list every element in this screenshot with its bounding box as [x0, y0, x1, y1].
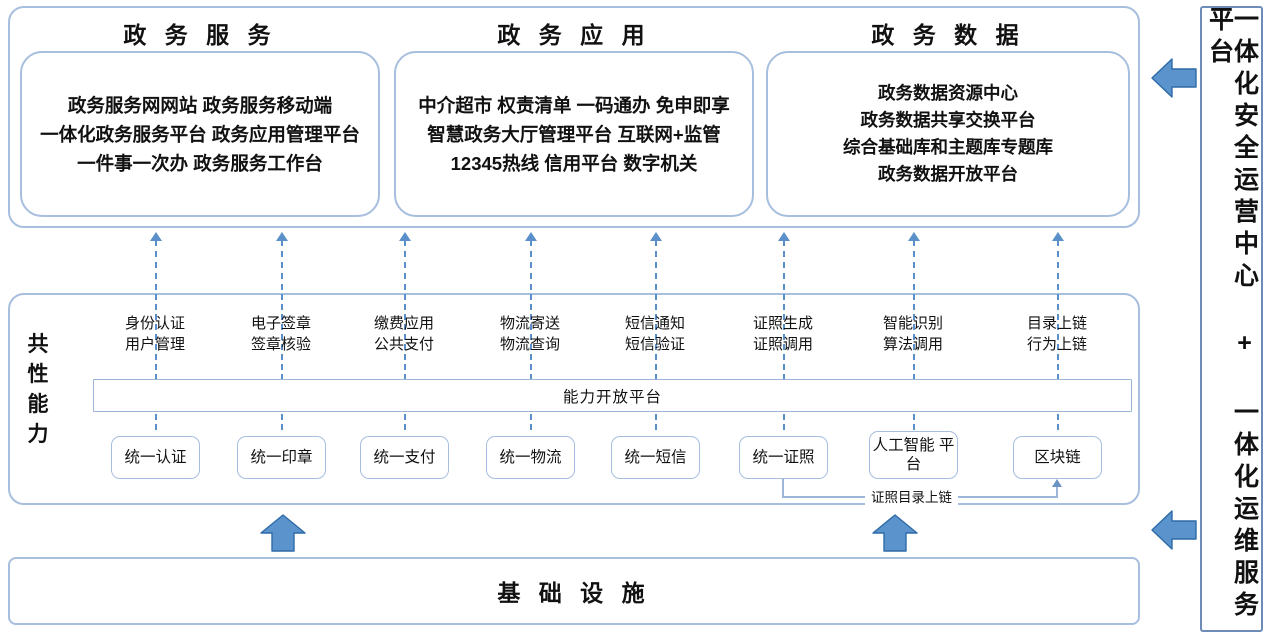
- pillar-line: 政务数据开放平台: [878, 164, 1018, 184]
- dashed-up-arrow-icon: [908, 232, 920, 290]
- capability-column-dash: [655, 294, 657, 430]
- capability-column-dash: [530, 294, 532, 430]
- pillar-body-government-data: 政务数据资源中心 政务数据共享交换平台 综合基础库和主题库专题库 政务数据开放平…: [766, 51, 1130, 217]
- pillar-title-government-service: 政 务 服 务: [123, 22, 277, 48]
- capability-column-dash: [404, 294, 406, 430]
- capability-head-line: 缴费应用: [373, 315, 434, 332]
- chain-connector-vertical-left: [782, 479, 784, 497]
- capability-side-char: 共: [27, 333, 49, 356]
- left-arrow-icon: [1151, 57, 1197, 99]
- pillar-line: 综合基础库和主题库专题库: [843, 137, 1053, 157]
- pillar-line: 政务服务网网站 政务服务移动端: [67, 94, 333, 116]
- capability-head-ai: 智能识别 算法调用: [853, 313, 973, 355]
- capability-box-line: 平台: [905, 437, 955, 473]
- pillar-line: 一体化政务服务平台 政务应用管理平台: [40, 123, 360, 145]
- capability-column-dash: [783, 294, 785, 430]
- capability-box-ai-platform[interactable]: 人工智能 平台: [869, 431, 958, 479]
- chain-connector-label: 证照目录上链: [865, 486, 958, 506]
- dashed-up-arrow-icon: [525, 232, 537, 290]
- dashed-up-arrow-icon: [650, 232, 662, 290]
- dashed-up-arrow-icon: [150, 232, 162, 290]
- capability-box-line: 统一物流: [499, 449, 562, 466]
- capability-side-label: 共 性 能 力: [18, 330, 58, 450]
- capability-box-unified-certificate[interactable]: 统一证照: [739, 436, 828, 479]
- capability-box-line: 统一支付: [373, 449, 436, 466]
- dashed-up-arrow-icon: [399, 232, 411, 290]
- pillar-body-government-application: 中介超市 权责清单 一码通办 免申即享 智慧政务大厅管理平台 互联网+监管 12…: [394, 51, 754, 217]
- pillar-body-government-service: 政务服务网网站 政务服务移动端 一体化政务服务平台 政务应用管理平台 一件事一次…: [20, 51, 380, 217]
- capability-head-line: 目录上链: [1026, 315, 1087, 332]
- pillar-line: 中介超市 权责清单 一码通办 免申即享: [418, 94, 730, 116]
- capability-head-line: 证照生成: [752, 315, 813, 332]
- right-rail-label: 一体化安全运营中心 + 一体化运维服务平台: [1205, 6, 1259, 623]
- capability-box-unified-logistics[interactable]: 统一物流: [486, 436, 575, 479]
- capability-box-line: 统一证照: [752, 449, 815, 466]
- open-capability-platform-label: 能力开放平台: [562, 388, 662, 406]
- capability-head-line: 物流寄送: [499, 315, 560, 332]
- capability-box-unified-sms[interactable]: 统一短信: [611, 436, 700, 479]
- capability-head-line: 物流查询: [499, 336, 560, 353]
- capability-head-certificate: 证照生成 证照调用: [723, 313, 843, 355]
- capability-head-line: 公共支付: [373, 336, 434, 353]
- infrastructure-layer-container: [8, 557, 1140, 625]
- capability-box-line: 人工智能: [872, 437, 935, 454]
- capability-head-line: 行为上链: [1026, 336, 1087, 353]
- capability-head-esignature: 电子签章 签章核验: [221, 313, 341, 355]
- capability-head-line: 智能识别: [882, 315, 943, 332]
- capability-column-dash: [1057, 294, 1059, 430]
- capability-box-blockchain[interactable]: 区块链: [1013, 436, 1102, 479]
- capability-box-line: 区块链: [1034, 449, 1081, 466]
- open-capability-platform-bar: 能力开放平台: [93, 379, 1132, 412]
- capability-column-dash: [155, 294, 157, 430]
- capability-side-char: 性: [27, 363, 49, 386]
- infrastructure-label: 基 础 设 施: [497, 580, 651, 606]
- capability-head-line: 算法调用: [882, 336, 943, 353]
- pillar-line: 智慧政务大厅管理平台 互联网+监管: [427, 123, 721, 145]
- capability-box-unified-auth[interactable]: 统一认证: [111, 436, 200, 479]
- up-arrow-icon: [260, 514, 306, 552]
- dashed-up-arrow-icon: [1052, 232, 1064, 290]
- capability-head-line: 签章核验: [250, 336, 311, 353]
- right-rail-text-wrap: 一体化安全运营中心 + 一体化运维服务平台: [1200, 6, 1263, 632]
- capability-head-line: 用户管理: [124, 336, 185, 353]
- capability-head-line: 证照调用: [752, 336, 813, 353]
- pillar-title-government-application: 政 务 应 用: [497, 22, 651, 48]
- capability-box-line: 统一印章: [250, 449, 313, 466]
- right-rail-container: [1200, 6, 1263, 632]
- dashed-up-arrow-icon: [778, 232, 790, 290]
- capability-box-line: 统一认证: [124, 449, 187, 466]
- left-arrow-icon: [1151, 509, 1197, 551]
- capability-box-unified-seal[interactable]: 统一印章: [237, 436, 326, 479]
- capability-head-line: 短信通知: [624, 315, 685, 332]
- dashed-up-arrow-icon: [276, 232, 288, 290]
- capability-head-line: 身份认证: [124, 315, 185, 332]
- capability-head-payment: 缴费应用 公共支付: [344, 313, 464, 355]
- capability-head-logistics: 物流寄送 物流查询: [470, 313, 590, 355]
- pillar-line: 一件事一次办 政务服务工作台: [77, 152, 323, 174]
- capability-box-line: 统一短信: [624, 449, 687, 466]
- chain-connector-vertical-right: [1056, 487, 1058, 497]
- pillar-line: 12345热线 信用平台 数字机关: [450, 152, 698, 174]
- chain-connector-arrowhead: [1052, 479, 1062, 487]
- capability-side-char: 能: [27, 393, 49, 416]
- capability-head-line: 电子签章: [250, 315, 311, 332]
- pillar-line: 政务数据资源中心: [878, 83, 1018, 103]
- capability-column-dash: [281, 294, 283, 430]
- capability-side-char: 力: [27, 423, 49, 446]
- up-arrow-icon: [872, 514, 918, 552]
- pillar-title-government-data: 政 务 数 据: [871, 22, 1025, 48]
- capability-head-sms: 短信通知 短信验证: [595, 313, 715, 355]
- capability-column-dash: [913, 294, 915, 430]
- pillar-line: 政务数据共享交换平台: [860, 110, 1036, 130]
- capability-box-unified-payment[interactable]: 统一支付: [360, 436, 449, 479]
- capability-head-line: 短信验证: [624, 336, 685, 353]
- capability-head-blockchain: 目录上链 行为上链: [997, 313, 1117, 355]
- capability-head-identity: 身份认证 用户管理: [95, 313, 215, 355]
